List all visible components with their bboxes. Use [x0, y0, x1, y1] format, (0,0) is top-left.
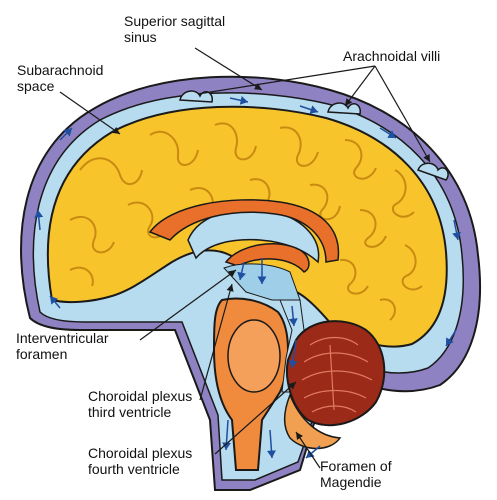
label-line: third ventricle — [88, 404, 172, 420]
label-line: Superior sagittal — [124, 13, 226, 29]
label-line: Interventricular — [16, 330, 109, 346]
label-choroidal-plexus-fourth: Choroidal plexus fourth ventricle — [88, 445, 192, 477]
pons — [227, 319, 281, 393]
gyri-folds — [69, 122, 423, 321]
cerebellum-folia — [301, 336, 373, 413]
label-subarachnoid-space: Subarachnoid space — [17, 62, 103, 94]
label-line: fourth ventricle — [88, 461, 180, 477]
csf-flow-arrows — [34, 95, 461, 459]
label-line: sinus — [124, 29, 157, 45]
label-line: space — [17, 78, 55, 94]
label-interventricular-foramen: Interventricular foramen — [16, 330, 109, 362]
fornix — [224, 243, 310, 273]
label-line: Foramen of — [320, 458, 392, 474]
label-line: Magendie — [320, 474, 382, 490]
leader-lines — [59, 47, 431, 469]
label-arachnoidal-villi: Arachnoidal villi — [343, 48, 440, 64]
label-line: Arachnoidal villi — [343, 48, 441, 64]
label-line: foramen — [16, 346, 68, 362]
corpus-callosum — [148, 199, 340, 263]
cerebellum — [286, 320, 386, 427]
label-foramen-of-magendie: Foramen of Magendie — [320, 458, 392, 490]
label-choroidal-plexus-third: Choroidal plexus third ventricle — [88, 388, 192, 420]
label-line: Choroidal plexus — [88, 388, 193, 404]
label-superior-sagittal-sinus: Superior sagittal sinus — [124, 13, 225, 45]
arachnoid-villi — [179, 90, 449, 181]
label-line: Choroidal plexus — [88, 445, 193, 461]
label-line: Subarachnoid — [17, 62, 104, 78]
